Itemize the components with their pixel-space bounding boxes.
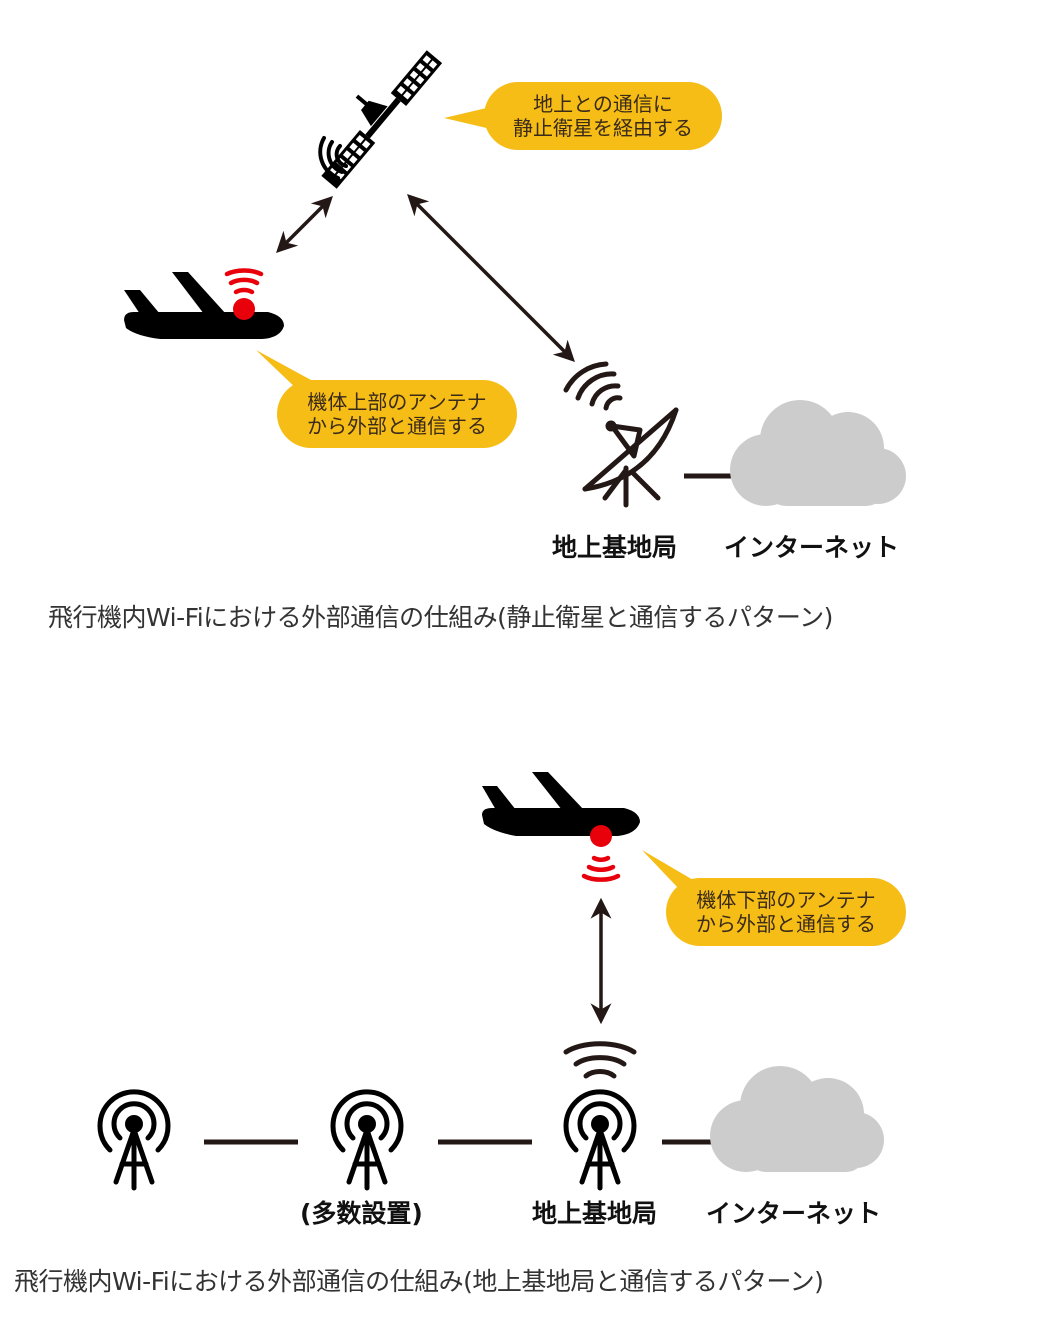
label-ground-station: 地上基地局 — [552, 533, 678, 562]
callout-line: から外部と通信する — [696, 912, 876, 936]
radio-tower-icon — [97, 1089, 171, 1191]
callout-satellite: 地上との通信に 静止衛星を経由する — [484, 82, 722, 150]
satellite-signal-icon — [318, 136, 348, 180]
arrow-satellite-ground — [407, 194, 575, 362]
cloud-icon — [730, 400, 906, 506]
satellite-icon — [321, 50, 443, 189]
antenna-signal-icon — [224, 268, 264, 320]
radio-tower-icon — [330, 1089, 404, 1191]
bubble-tail — [444, 106, 495, 130]
airplane-icon — [124, 272, 284, 339]
broadcast-signal-icon — [563, 1041, 637, 1079]
callout-plane-top-antenna: 機体上部のアンテナ から外部と通信する — [277, 380, 517, 448]
satellite-dish-icon — [563, 361, 679, 508]
callout-line: 地上との通信に — [533, 92, 673, 116]
caption-ground-pattern: 飛行機内Wi-Fiにおける外部通信の仕組み(地上基地局と通信するパターン) — [14, 1267, 824, 1296]
radio-tower-icon — [563, 1089, 637, 1191]
caption-satellite-pattern: 飛行機内Wi-Fiにおける外部通信の仕組み(静止衛星と通信するパターン) — [48, 603, 833, 632]
label-many-installed: (多数設置) — [300, 1199, 423, 1228]
label-internet: インターネット — [724, 533, 900, 562]
cloud-icon — [710, 1066, 884, 1172]
callout-plane-bottom-antenna: 機体下部のアンテナ から外部と通信する — [666, 878, 906, 946]
callout-line: 機体下部のアンテナ — [696, 888, 876, 912]
antenna-signal-icon — [581, 825, 621, 882]
label-internet: インターネット — [706, 1199, 882, 1228]
label-ground-station: 地上基地局 — [532, 1199, 658, 1228]
arrow-plane-satellite — [276, 196, 333, 253]
airplane-icon — [482, 772, 640, 836]
callout-line: 機体上部のアンテナ — [307, 390, 487, 414]
callout-line: から外部と通信する — [307, 414, 487, 438]
callout-line: 静止衛星を経由する — [513, 116, 693, 140]
